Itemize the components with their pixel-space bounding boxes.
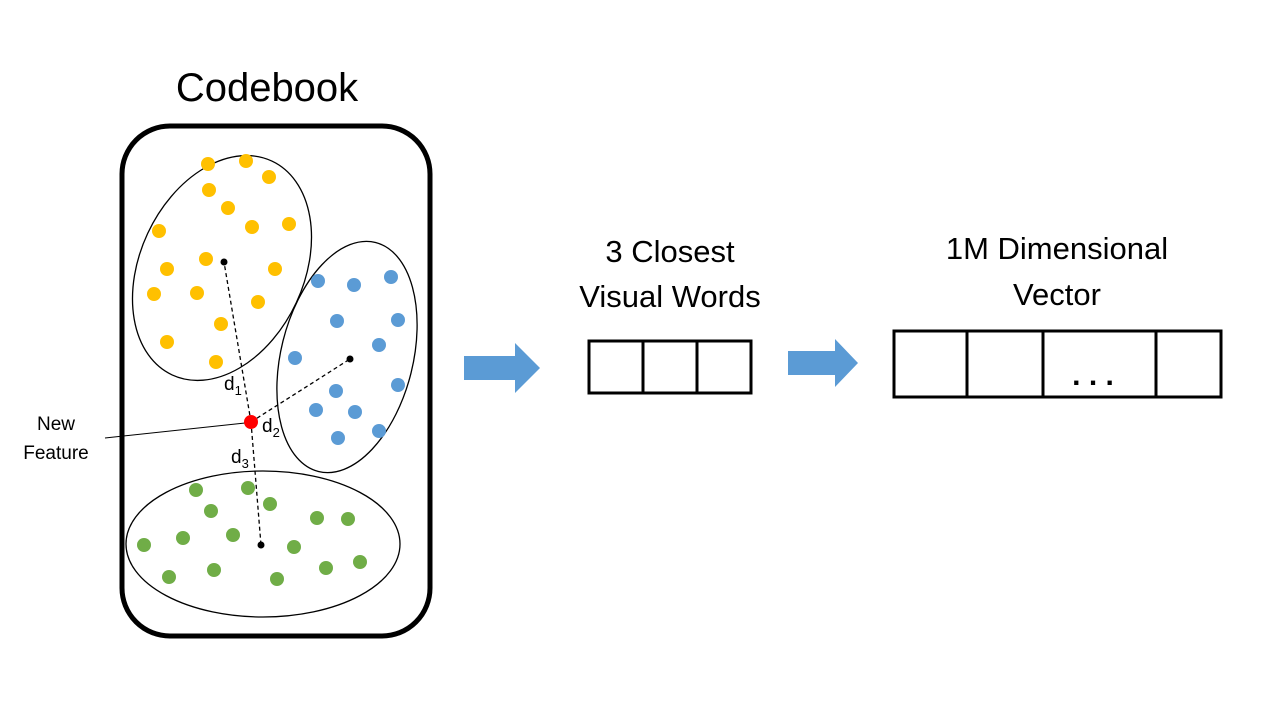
distance-line-d1 bbox=[223, 261, 252, 423]
d3-sub: 3 bbox=[242, 456, 249, 471]
blue-point bbox=[309, 403, 323, 417]
blue-point bbox=[311, 274, 325, 288]
green-cluster-ellipse bbox=[125, 470, 401, 618]
distance-label-d1: d1 bbox=[224, 374, 242, 398]
green-point bbox=[204, 504, 218, 518]
green-point bbox=[353, 555, 367, 569]
blue-point bbox=[391, 378, 405, 392]
yellow-point bbox=[160, 335, 174, 349]
green-point bbox=[226, 528, 240, 542]
blue-point bbox=[372, 424, 386, 438]
arrow-to-closest-words bbox=[464, 343, 540, 393]
green-point bbox=[270, 572, 284, 586]
blue-point bbox=[348, 405, 362, 419]
green-point bbox=[207, 563, 221, 577]
yellow-point bbox=[199, 252, 213, 266]
blue-point bbox=[347, 278, 361, 292]
yellow-point bbox=[202, 183, 216, 197]
new-feature-leader-line bbox=[104, 422, 246, 439]
distance-label-d2: d2 bbox=[262, 416, 280, 440]
yellow-point bbox=[209, 355, 223, 369]
codebook-box bbox=[119, 123, 433, 639]
closest-word-cell-1 bbox=[587, 339, 645, 395]
blue-point bbox=[372, 338, 386, 352]
yellow-point bbox=[239, 154, 253, 168]
d2-base: d bbox=[262, 416, 273, 437]
new-feature-point bbox=[244, 415, 258, 429]
green-point bbox=[189, 483, 203, 497]
blue-point bbox=[384, 270, 398, 284]
green-point bbox=[137, 538, 151, 552]
codebook-title: Codebook bbox=[176, 66, 359, 110]
green-cluster-points bbox=[137, 481, 367, 586]
d2-sub: 2 bbox=[273, 425, 280, 440]
yellow-point bbox=[190, 286, 204, 300]
vector-cell-last bbox=[1154, 329, 1223, 399]
vector-cell-1 bbox=[892, 329, 969, 399]
new-feature-label-line2: Feature bbox=[23, 443, 88, 464]
yellow-point bbox=[201, 157, 215, 171]
green-point bbox=[341, 512, 355, 526]
yellow-point bbox=[262, 170, 276, 184]
green-point bbox=[263, 497, 277, 511]
green-point bbox=[319, 561, 333, 575]
green-centroid bbox=[257, 541, 265, 549]
blue-cluster-points bbox=[288, 270, 405, 445]
green-point bbox=[287, 540, 301, 554]
yellow-point bbox=[214, 317, 228, 331]
closest-words-label-line1: 3 Closest bbox=[605, 234, 735, 269]
yellow-point bbox=[251, 295, 265, 309]
yellow-point bbox=[268, 262, 282, 276]
yellow-point bbox=[221, 201, 235, 215]
blue-point bbox=[288, 351, 302, 365]
closest-word-cell-3 bbox=[695, 339, 753, 395]
yellow-centroid bbox=[220, 258, 228, 266]
yellow-point bbox=[160, 262, 174, 276]
arrow-to-vector bbox=[788, 339, 858, 387]
blue-point bbox=[331, 431, 345, 445]
green-point bbox=[241, 481, 255, 495]
vector-label-line1: 1M Dimensional bbox=[946, 231, 1168, 266]
new-feature-label-line1: New bbox=[37, 414, 75, 435]
yellow-point bbox=[152, 224, 166, 238]
yellow-point bbox=[282, 217, 296, 231]
blue-point bbox=[330, 314, 344, 328]
blue-centroid bbox=[346, 355, 354, 363]
blue-cluster-ellipse bbox=[276, 240, 418, 474]
distance-label-d3: d3 bbox=[231, 447, 249, 471]
closest-words-label-line2: Visual Words bbox=[579, 279, 761, 314]
green-point bbox=[310, 511, 324, 525]
vector-cell-2 bbox=[965, 329, 1045, 399]
yellow-cluster-points bbox=[147, 154, 296, 369]
yellow-point bbox=[147, 287, 161, 301]
green-point bbox=[162, 570, 176, 584]
yellow-point bbox=[245, 220, 259, 234]
yellow-cluster-ellipse bbox=[131, 154, 313, 382]
green-point bbox=[176, 531, 190, 545]
closest-words-box bbox=[587, 339, 753, 395]
vector-box bbox=[892, 329, 1223, 399]
blue-point bbox=[391, 313, 405, 327]
vector-ellipsis: . . . bbox=[1072, 359, 1114, 392]
d3-base: d bbox=[231, 447, 242, 468]
distance-line-d2 bbox=[250, 358, 351, 423]
closest-word-cell-2 bbox=[641, 339, 699, 395]
d1-base: d bbox=[224, 374, 235, 395]
d1-sub: 1 bbox=[235, 383, 242, 398]
blue-point bbox=[329, 384, 343, 398]
vector-label-line2: Vector bbox=[1013, 277, 1101, 312]
